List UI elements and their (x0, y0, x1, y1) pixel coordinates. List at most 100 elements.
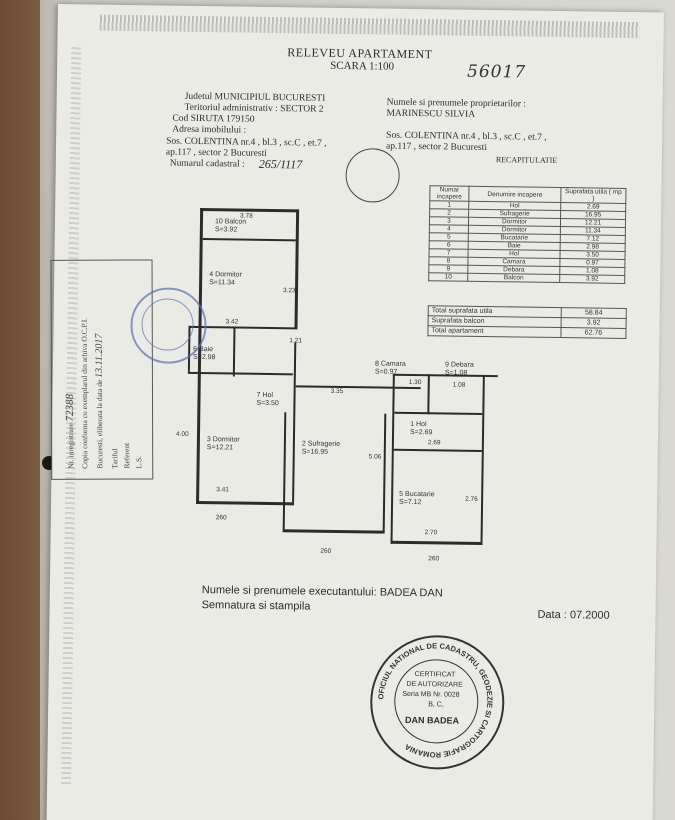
info-cadastral-value: 265/1117 (258, 156, 303, 172)
room-name: Sufragerie (307, 440, 341, 448)
wall (196, 500, 295, 506)
dimension-label: 2.76 (465, 495, 478, 503)
info-cadastral-label: Numarul cadastral : (169, 158, 245, 170)
info-address-2: ap.117 , sector 2 Bucuresti (165, 147, 267, 159)
room-dormitor-3: 3 Dormitor S=12.21 (207, 436, 240, 452)
room-name: Camara (380, 360, 406, 368)
wall (202, 238, 296, 242)
dimension-label: 2.70 (424, 529, 438, 537)
dimension-label: 260 (320, 547, 332, 555)
wall (382, 413, 387, 532)
stamp-line: Seria MB Nr. 0028 (402, 690, 460, 699)
wall (390, 373, 395, 544)
stamp-line: Bucuresti, eliberata la data de 13.11.20… (94, 269, 106, 469)
recap-label: RECAPITULATIE (495, 155, 558, 165)
room-number: 3 (206, 436, 211, 444)
room-balcon: 10 Balcon S=3.92 (215, 218, 246, 234)
stamp-line: DAN BADEA (404, 714, 460, 726)
room-name: Hol (262, 391, 273, 400)
wall (282, 529, 385, 534)
room-number: 2 (301, 440, 306, 448)
document-scale: SCARA 1:100 (330, 59, 395, 73)
room-area: S=1.08 (444, 369, 468, 377)
room-camara: 8 Camara S=0.97 (375, 360, 406, 376)
stamp-line: CERTIFICAT (414, 671, 456, 679)
stamp-line-text: Nr. inregistrare (66, 423, 76, 469)
room-name: Baie (199, 346, 214, 354)
wall (295, 385, 421, 390)
handwritten-number: 56017 (466, 61, 527, 83)
room-hol-1: 1 Hol S=2.69 (410, 421, 433, 437)
signature-label: Semnatura si stampila (201, 599, 311, 613)
rooms-table: Numar incapere Denumire incapere Suprafa… (428, 185, 626, 284)
table-header: Suprafata utila ( mp ) (560, 187, 626, 204)
room-hol-7: 7 Hol S=3.50 (256, 392, 279, 408)
room-area: S=3.92 (214, 226, 238, 234)
room-name: Dormitor (212, 436, 240, 444)
room-area: S=16.95 (301, 448, 329, 456)
room-number: 4 (209, 271, 214, 279)
info-county: Judetul MUNICIPIUL BUCURESTI (184, 91, 326, 104)
room-area: S=2.69 (410, 428, 433, 437)
room-sufragerie: 2 Sufragerie S=16.95 (302, 440, 340, 457)
dimension-label: 1.21 (289, 337, 303, 345)
room-area: S=7.12 (399, 498, 422, 507)
totals-value: 62.76 (560, 327, 627, 339)
wall (480, 374, 485, 545)
room-number: 8 (374, 360, 379, 368)
wall (294, 209, 300, 330)
wall (393, 448, 482, 452)
stamp-line: Referent (122, 442, 132, 469)
info-address-label: Adresa imobilului : (172, 124, 247, 136)
info-territory: Teritoriul administrativ : SECTOR 2 (184, 102, 324, 115)
info-owners-label: Numele si prenumele proprietarilor : (386, 97, 527, 110)
dimension-label: 3.78 (240, 212, 253, 220)
room-name: Dormitor (215, 271, 242, 279)
room-number: 5 (399, 490, 404, 498)
room-area: S=3.50 (256, 399, 279, 408)
dimension-label: 1.08 (452, 381, 466, 389)
dimension-label: 3.41 (216, 486, 229, 494)
info-siruta: Cod SIRUTA 179150 (172, 113, 255, 125)
room-bucatarie: 5 Bucatarie S=7.12 (399, 491, 435, 507)
room-name: Debara (450, 361, 474, 369)
room-area: S=0.97 (374, 368, 398, 376)
room-name: Bucatarie (404, 490, 435, 499)
document-page: RELEVEU APARTAMENT SCARA 1:100 56017 Jud… (46, 4, 664, 820)
dimension-label: 1.30 (408, 378, 422, 387)
stamp-handwritten-date: 13.11.2017 (93, 333, 105, 378)
stamp-line: Copia conforma cu exemplarul din arhiva … (79, 317, 90, 469)
wall (390, 540, 483, 545)
stamp-line: Tariful (110, 448, 120, 469)
document-date: Data : 07.2000 (537, 608, 610, 622)
stamp-handwritten-number: 72388 (63, 393, 77, 422)
room-name: Hol (415, 421, 427, 429)
table-cell: Balcon (467, 273, 560, 283)
table-cell: 3.92 (559, 274, 625, 284)
room-area: S=11.34 (209, 279, 235, 287)
dimension-label: 3.42 (225, 318, 239, 326)
info-owner-name: MARINESCU SILVIA (386, 108, 476, 120)
wall (292, 342, 297, 503)
stamp-ring-text: OFICIUL NATIONAL DE CADASTRU, GEODEZIE S… (375, 640, 495, 760)
wall (187, 371, 293, 376)
room-dormitor-4: 4 Dormitor S=11.34 (209, 271, 242, 287)
stamp-line: DE AUTORIZARE (406, 680, 463, 689)
wall (394, 411, 483, 415)
room-number: 9 (444, 361, 449, 369)
table-cell: 10 (428, 272, 468, 282)
stamp-line: Nr. inregistrare 72388 (64, 269, 77, 469)
registration-stamp: Nr. inregistrare 72388 Copia conforma cu… (50, 259, 154, 480)
room-area: S=12.21 (206, 444, 234, 452)
room-number: 7 (256, 391, 261, 399)
dimension-label: 3.35 (330, 387, 344, 396)
dimension-label: 5.06 (368, 453, 382, 461)
dimension-label: 260 (428, 555, 440, 563)
table-header: Numar incapere (429, 185, 469, 202)
dimension-label: 4.00 (175, 430, 189, 438)
room-number: 10 (214, 218, 223, 226)
room-debara: 9 Debara S=1.08 (445, 361, 474, 377)
info-owner-address-2: ap.117 , sector 2 Bucuresti (385, 141, 488, 154)
